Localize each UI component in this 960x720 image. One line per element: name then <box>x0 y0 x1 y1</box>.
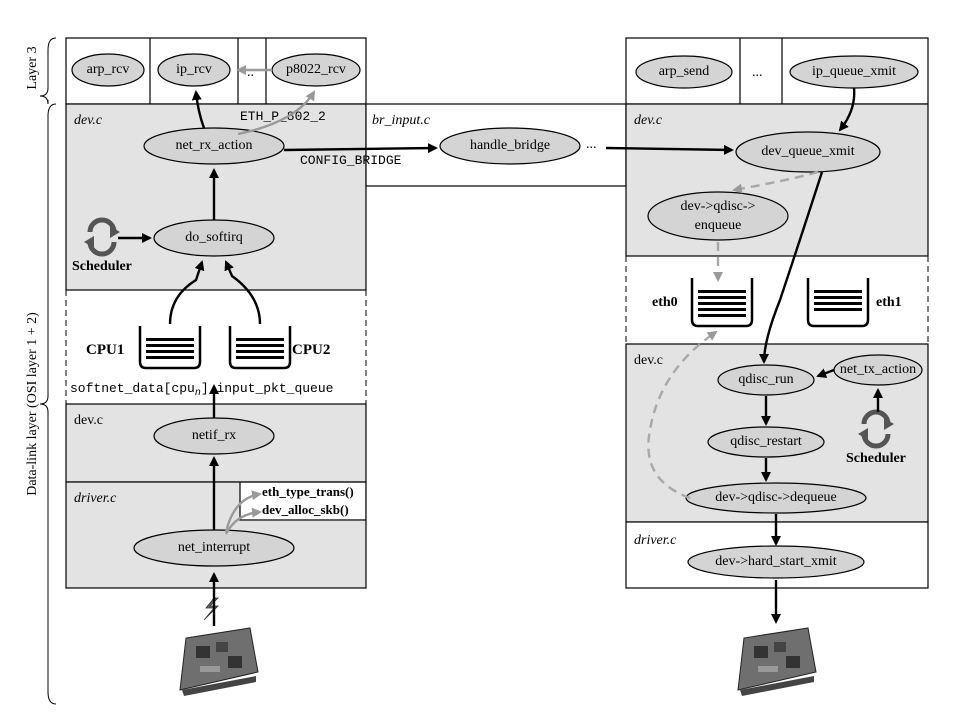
network-card-icon-left <box>179 627 259 696</box>
qdisc-enqueue-node <box>647 191 789 241</box>
hard-start-xmit-node <box>687 545 865 579</box>
interrupt-lightning-icon <box>203 597 219 621</box>
layer3-side-label: Layer 3 <box>25 46 40 89</box>
eth-p-802-2-label: ETH_P_802_2 <box>240 109 326 124</box>
rx-driver-file-label: driver.c <box>74 491 117 506</box>
ip-rcv-label: ip_rcv <box>176 62 212 77</box>
scheduler-cycle-icon-right <box>858 409 894 449</box>
tx-queue-region <box>625 256 929 344</box>
qdisc-enqueue-label-1: dev->qdisc-> <box>681 199 756 214</box>
scheduler-label-left: Scheduler <box>72 259 132 274</box>
qdisc-dequeue-node <box>685 482 867 514</box>
cpu1-queue-icon <box>138 326 202 370</box>
layer3-right-ellipsis: ... <box>752 65 763 80</box>
hard-start-xmit-label: dev->hard_start_xmit <box>715 554 837 569</box>
scheduler-cycle-icon-left <box>84 217 120 257</box>
qdisc-restart-label: qdisc_restart <box>730 434 802 449</box>
cpu1-label: CPU1 <box>86 342 124 358</box>
p8022-rcv-label: p8022_rcv <box>286 62 346 77</box>
dev-queue-xmit-node <box>735 131 881 173</box>
arp-send-node <box>635 55 733 89</box>
ip-rcv-node <box>157 53 231 87</box>
arp-rcv-node <box>71 53 145 87</box>
qdisc-enqueue-label-2: enqueue <box>695 218 742 233</box>
network-card-icon-right <box>737 627 817 696</box>
br-input-file-label: br_input.c <box>372 113 431 128</box>
handle-bridge-node <box>439 127 581 165</box>
eth1-queue-icon <box>806 278 870 328</box>
eth0-label: eth0 <box>652 295 678 310</box>
net-interrupt-label: net_interrupt <box>178 540 250 555</box>
do-softirq-label: do_softirq <box>185 230 243 245</box>
eth1-label: eth1 <box>876 295 902 310</box>
rx-devc-file-label: dev.c <box>74 113 103 128</box>
ip-queue-xmit-label: ip_queue_xmit <box>812 64 896 79</box>
net-rx-action-node <box>143 127 285 165</box>
cpu2-label: CPU2 <box>292 342 330 358</box>
tx-devc2-file-label: dev.c <box>634 353 663 368</box>
cpu2-queue-icon <box>228 326 292 370</box>
datalink-side-label: Data-link layer (OSI layer 1 + 2) <box>25 312 40 496</box>
bridge-ellipsis: ... <box>586 137 597 152</box>
qdisc-run-node <box>717 364 815 396</box>
datalink-brace <box>39 103 57 705</box>
rx-queue-region <box>65 290 367 404</box>
handle-bridge-label: handle_bridge <box>470 138 550 153</box>
layer3-brace <box>39 37 57 105</box>
tx-devc-file-label: dev.c <box>634 113 663 128</box>
layer3-left-ellipsis: .. <box>247 65 254 80</box>
qdisc-dequeue-label: dev->qdisc->dequeue <box>715 490 837 505</box>
dev-alloc-skb-label: dev_alloc_skb() <box>262 502 349 517</box>
flow-arrows <box>118 65 883 626</box>
arp-send-label: arp_send <box>659 64 710 79</box>
qdisc-restart-node <box>707 426 825 458</box>
net-tx-action-label: net_tx_action <box>840 362 916 377</box>
scheduler-label-right: Scheduler <box>846 451 906 466</box>
tx-driver-file-label: driver.c <box>634 533 677 548</box>
net-rx-action-label: net_rx_action <box>176 138 253 153</box>
eth-type-trans-label: eth_type_trans() <box>262 484 354 499</box>
eth0-queue-icon <box>690 278 754 328</box>
arp-rcv-label: arp_rcv <box>87 62 130 77</box>
dev-queue-xmit-label: dev_queue_xmit <box>761 144 854 159</box>
qdisc-run-label: qdisc_run <box>738 372 793 387</box>
rx-devc2-file-label: dev.c <box>74 413 103 428</box>
softnet-queue-label: softnet_data[cpun].input_pkt_queue <box>70 381 333 399</box>
config-bridge-label: CONFIG_BRIDGE <box>300 153 402 168</box>
netif-rx-label: netif_rx <box>192 428 236 443</box>
